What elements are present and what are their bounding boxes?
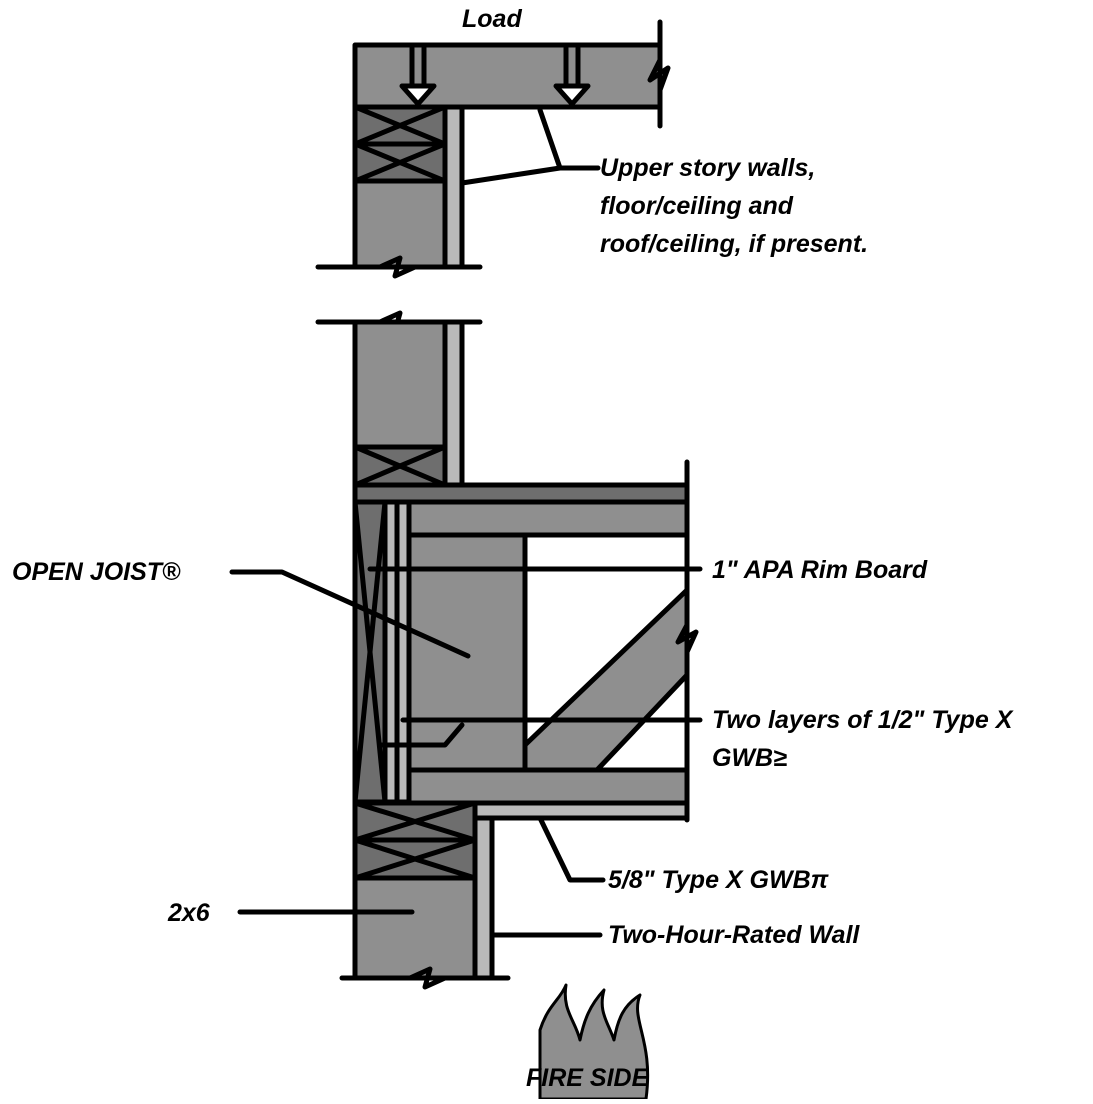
blocking-x — [352, 104, 448, 147]
upper-gwb-layer — [442, 104, 465, 270]
load-label: Load — [462, 5, 522, 33]
upper-story-leader — [459, 165, 601, 186]
rim-board-label: 1" APA Rim Board — [712, 556, 928, 584]
ceiling-gwb — [472, 800, 690, 821]
beam-break-line — [647, 19, 671, 129]
middle-gwb-layer — [442, 319, 465, 488]
middle-wall-framing — [315, 310, 483, 488]
floor-break-line — [675, 459, 699, 823]
lower-gwb-layer — [472, 815, 495, 981]
gwb-two-layers-label-line2: GWB≥ — [712, 744, 787, 772]
joist-bottom-chord — [406, 767, 690, 806]
lower-stud-2x6 — [352, 875, 478, 981]
blocking-x — [352, 837, 478, 881]
upper-story-label-line1: Upper story walls, — [600, 154, 815, 182]
break-symbol — [377, 255, 418, 279]
subfloor — [352, 482, 690, 505]
gwb-leader-branch — [377, 722, 465, 748]
leader-lines — [229, 107, 703, 938]
rim-board-x — [352, 499, 388, 805]
fire-side-label: FIRE SIDE — [526, 1064, 650, 1092]
floor-system — [352, 459, 699, 823]
lower-wall-framing — [339, 800, 511, 990]
two-by-six-label: 2x6 — [167, 899, 211, 927]
open-joist-leader — [229, 569, 471, 659]
blocking-x — [352, 444, 448, 488]
joist-top-chord — [406, 499, 690, 538]
break-symbol — [407, 966, 448, 990]
upper-story-label-line3: roof/ceiling, if present. — [600, 230, 868, 258]
gwb-five-eighths-leader — [537, 815, 606, 883]
load-arrow-head-left — [399, 83, 437, 107]
load-arrow-head-right — [553, 83, 591, 107]
blocking-x — [352, 800, 478, 843]
blocking-x — [352, 141, 448, 184]
open-joist-label: OPEN JOIST® — [12, 558, 181, 586]
upper-floor-framing — [315, 19, 671, 279]
load-arrows — [399, 45, 591, 107]
upper-floor-beam — [352, 42, 663, 110]
gwb-five-eighths-label: 5/8" Type X GWBπ — [608, 866, 830, 894]
flame-icon — [538, 983, 650, 1101]
upper-story-label-line2: floor/ceiling and — [600, 192, 794, 220]
gwb-two-layers-label-line1: Two layers of 1/2" Type X — [712, 706, 1014, 734]
upper-story-leader-branch — [537, 107, 563, 171]
joist-end-block — [406, 532, 528, 773]
two-hour-wall-label: Two-Hour-Rated Wall — [608, 921, 860, 949]
